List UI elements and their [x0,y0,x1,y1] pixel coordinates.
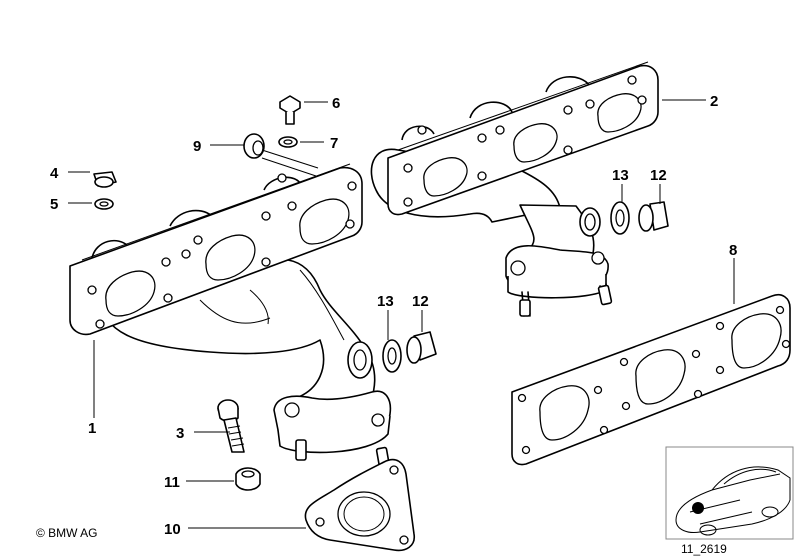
callout-3: 3 [176,425,184,442]
exhaust-manifold-rear[interactable] [370,61,659,317]
vehicle-locator-thumbnail [665,446,794,540]
callout-6: 6 [332,95,340,112]
callout-11: 11 [164,474,180,491]
diagram-code: 11_2619 [681,542,727,556]
callout-9: 9 [193,138,201,155]
washer-small[interactable] [94,198,114,210]
callout-13-rear: 13 [612,167,629,184]
location-marker-icon [692,502,704,514]
bolt-short[interactable] [279,95,301,125]
manifold-gasket[interactable] [511,293,791,466]
callout-1: 1 [88,420,96,437]
outlet-gasket[interactable] [304,458,416,552]
bolt-long[interactable] [217,399,245,453]
gasket-ring-front[interactable] [382,339,402,373]
callout-4: 4 [50,165,59,182]
callout-5: 5 [50,196,58,213]
washer-7[interactable] [278,136,298,148]
sleeve[interactable] [243,133,319,177]
callout-7: 7 [330,135,338,152]
callout-10: 10 [164,521,181,538]
copyright-text: © BMW AG [36,526,98,540]
nut-small[interactable] [93,171,117,188]
callout-8: 8 [729,242,737,259]
plug-front[interactable] [406,331,437,364]
gasket-ring-rear[interactable] [610,201,630,235]
exhaust-manifold-front[interactable] [69,163,392,470]
callout-12-rear: 12 [650,167,667,184]
callout-13-front: 13 [377,293,394,310]
callout-12-front: 12 [412,293,429,310]
nut[interactable] [235,467,261,491]
plug-rear[interactable] [638,201,669,232]
callout-2: 2 [710,93,718,110]
